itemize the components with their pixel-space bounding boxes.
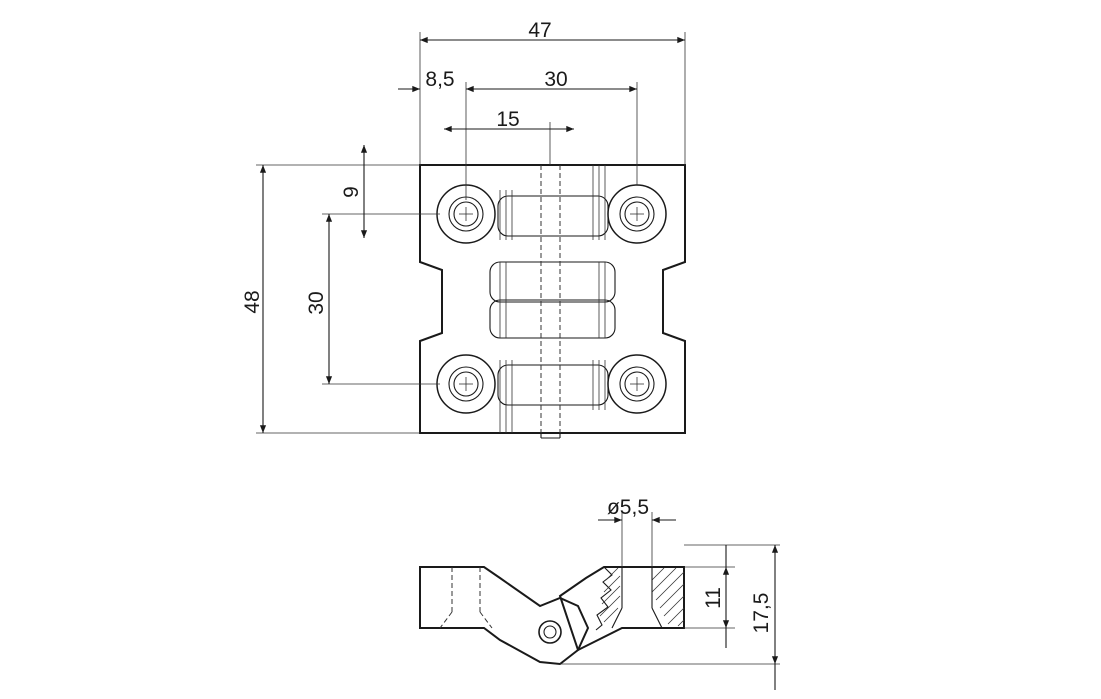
knuckles bbox=[489, 195, 616, 406]
dim-overall-height: 48 bbox=[241, 290, 264, 313]
hinge-side-view: ø5,5 11 17,5 bbox=[419, 496, 780, 690]
dim-hole-diameter: ø5,5 bbox=[607, 496, 649, 519]
left-hole-dashed bbox=[439, 567, 493, 629]
dim-total-height: 17,5 bbox=[750, 593, 773, 634]
mounting-hole-bottom-left bbox=[436, 354, 496, 414]
dim-hole-spacing-v: 30 bbox=[305, 291, 328, 314]
dim-overall-width: 47 bbox=[528, 19, 551, 42]
extension-lines-side-view bbox=[560, 512, 780, 665]
hinge-pin bbox=[540, 165, 561, 439]
pin-circle bbox=[538, 620, 562, 644]
dim-plate-thickness: 11 bbox=[702, 587, 725, 609]
hinge-outline bbox=[419, 164, 686, 434]
right-hole-section bbox=[611, 567, 663, 629]
dim-left-offset: 8,5 bbox=[425, 68, 454, 91]
knuckle-lines bbox=[499, 165, 606, 433]
left-leaf bbox=[419, 566, 590, 666]
mounting-hole-bottom-right bbox=[607, 354, 667, 414]
dim-center-width: 15 bbox=[496, 108, 519, 131]
mounting-hole-top-right bbox=[607, 184, 667, 244]
dim-top-offset: 9 bbox=[340, 186, 363, 198]
hinge-top-view: 47 8,5 30 15 9 48 30 bbox=[241, 19, 686, 439]
dim-hole-spacing-h: 30 bbox=[544, 68, 567, 91]
section-hatching bbox=[599, 567, 685, 627]
